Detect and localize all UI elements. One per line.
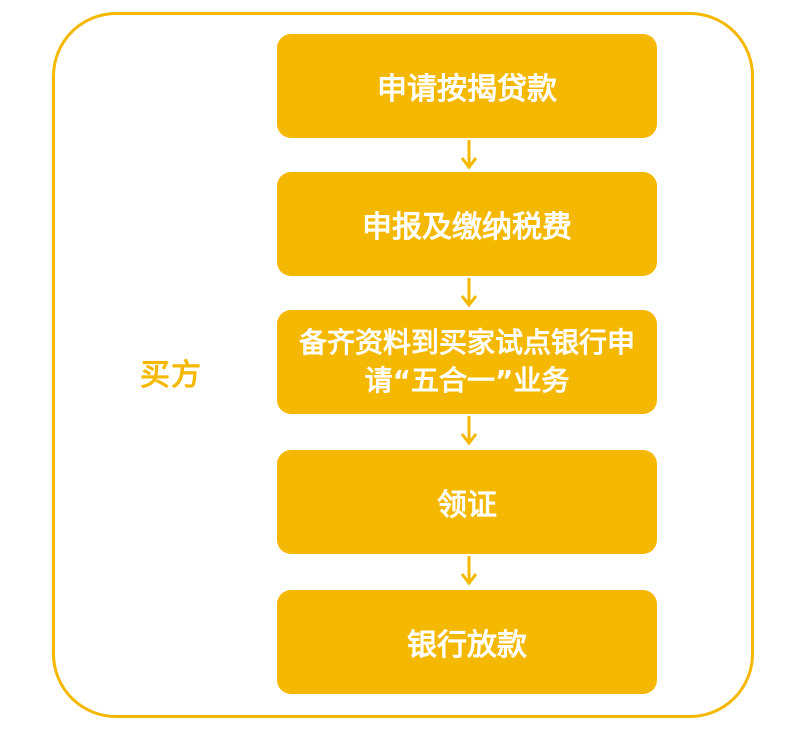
arrow-down-icon	[459, 278, 479, 308]
arrow-down-icon	[459, 416, 479, 446]
step-submit-documents: 备齐资料到买家试点银行申请“五合一”业务	[277, 310, 657, 414]
step-collect-certificate: 领证	[277, 450, 657, 554]
outer-frame	[52, 12, 754, 718]
arrow-down-icon	[459, 140, 479, 170]
step-declare-pay-tax: 申报及缴纳税费	[277, 172, 657, 276]
actor-label: 买方	[140, 358, 202, 393]
step-bank-disbursement: 银行放款	[277, 590, 657, 694]
arrow-down-icon	[459, 556, 479, 586]
step-apply-mortgage: 申请按揭贷款	[277, 34, 657, 138]
